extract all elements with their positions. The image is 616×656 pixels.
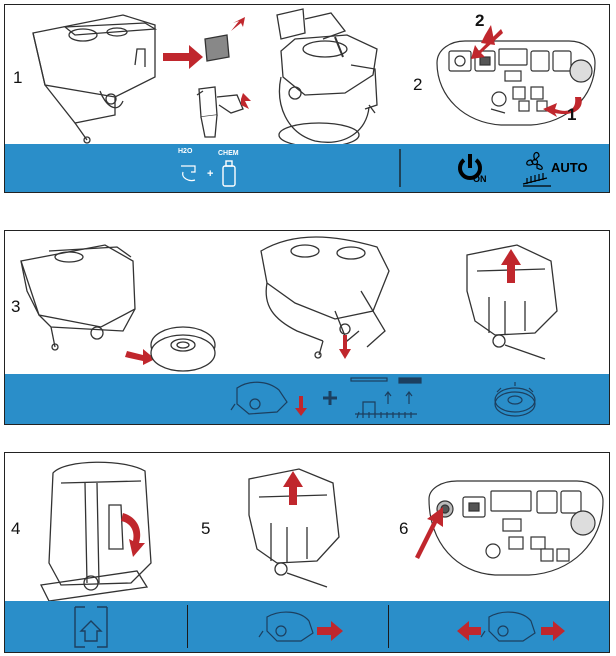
control-panel-illustration [428,480,604,576]
on-label: ON [473,174,487,184]
instruction-panel-2: 3 [4,230,610,425]
power-on-icon [458,154,482,180]
step-number: 3 [11,297,21,316]
callout-number: 1 [567,105,577,124]
brush-pressure-icon [350,377,422,419]
tank-open-icon [74,606,108,648]
panel-2-illustration [20,236,558,372]
rotate-arrow-bottom [241,93,251,109]
scrubber-machine-illustration [32,14,158,144]
forward-arrow [541,621,565,641]
step-number: 2 [413,75,423,94]
plus-icon [323,391,337,405]
install-arrow [125,349,155,365]
band-icons [74,606,565,648]
lower-arrow [339,335,351,359]
band-icons [230,377,536,419]
chem-label: CHEM [218,150,239,157]
chemical-bottle-icon [222,160,236,187]
press-arrow [471,29,503,59]
fan-auto-icon [522,151,551,187]
brush-disc-illustration [150,326,216,372]
instruction-panel-3: 4 5 6 [4,452,610,653]
squeegee-lever-illustration [260,236,390,359]
band-divider [388,605,389,648]
band-divider [187,605,188,648]
water-label: H2O [178,148,193,155]
icon-band: + [5,374,609,424]
tank-open-illustration [40,461,152,602]
panel-1-illustration [32,8,596,148]
auto-label: AUTO [551,160,588,175]
lower-squeegee-icon [230,381,288,415]
drive-forward-icon [258,611,314,642]
fill-tank-icon [181,165,196,182]
step-number: 1 [13,68,23,87]
lift-arrow [501,249,521,283]
icon-band: H2O + CHEM ON AUTO [5,144,609,192]
band-icons [181,149,551,187]
cap-illustration [196,34,244,138]
rotate-arrow-top [231,17,245,31]
instruction-panel-1: 1 2 2 1 [4,4,610,193]
step-number: 4 [11,519,21,538]
panel-3-illustration [40,461,604,602]
step-number: 5 [201,519,211,538]
rotate-arrow [121,513,145,557]
lift-arrow [283,471,303,505]
press-arrow-2 [543,97,582,117]
callout-number: 2 [475,11,485,30]
scrubber-machine-illustration [20,244,136,351]
filling-illustration [276,8,378,148]
forward-arrow [317,621,343,641]
plus-sign: + [207,168,214,180]
reverse-arrow [457,621,481,641]
brush-disc-icon [494,382,536,417]
insert-arrow [163,45,203,69]
drive-both-directions-icon [480,611,536,642]
lower-arrow-icon [295,396,307,416]
icon-band [5,601,609,652]
press-arrow [415,507,443,559]
step-number: 6 [399,519,409,538]
